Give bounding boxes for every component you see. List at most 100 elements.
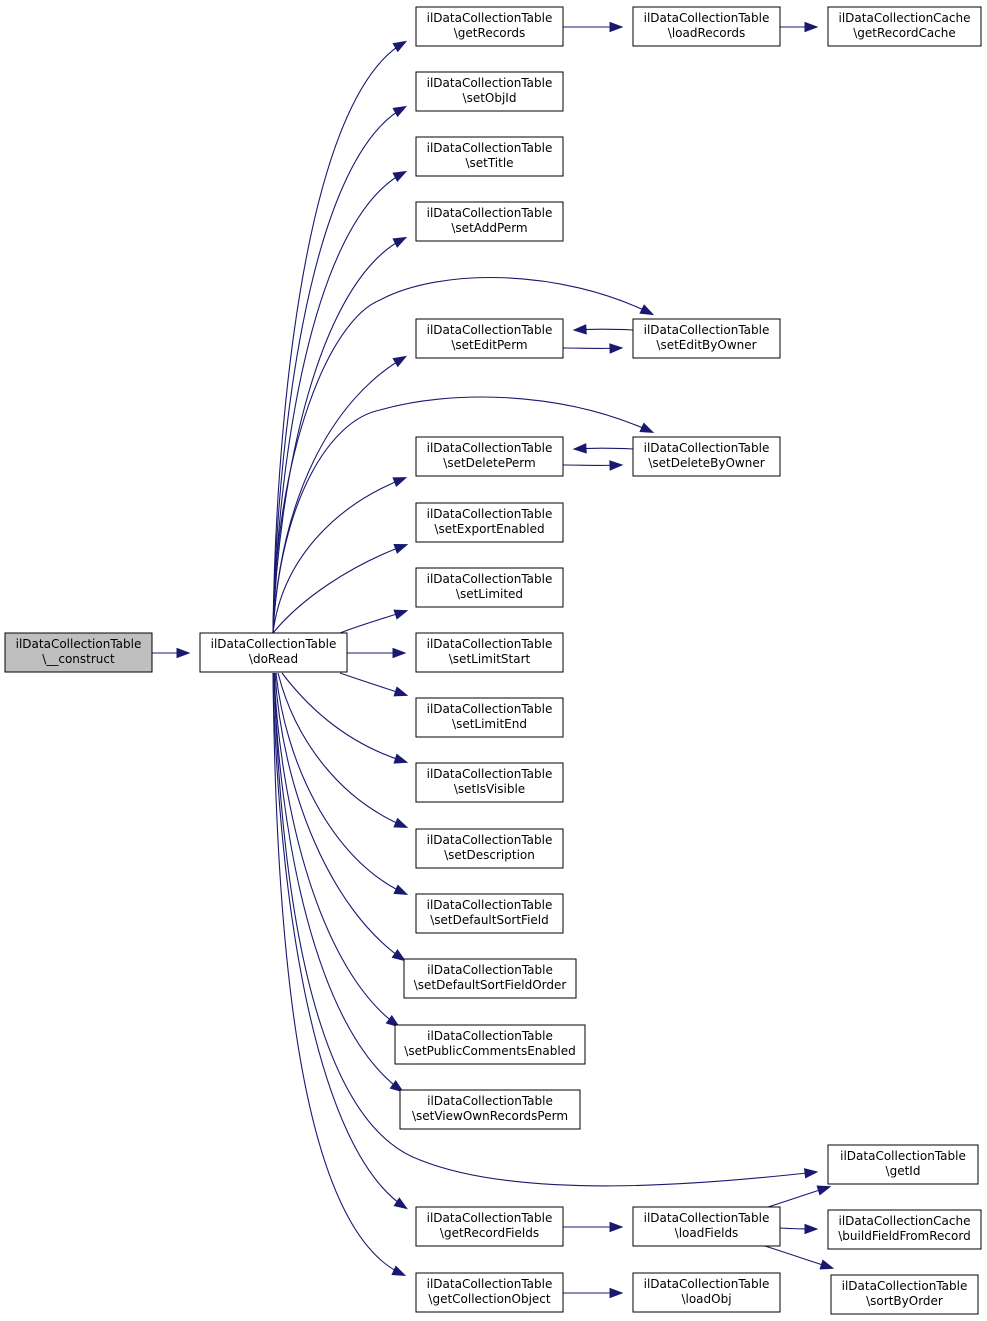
node-method-label: \getRecordFields <box>440 1226 539 1240</box>
node-method-label: \sortByOrder <box>866 1294 943 1308</box>
edge-doRead-to-getId <box>273 672 819 1187</box>
node-setDeletePerm[interactable]: ilDataCollectionTable\setDeletePerm <box>415 436 564 477</box>
arrowhead-doRead-to-setObjId <box>392 105 408 118</box>
node-class-label: ilDataCollectionTable <box>427 323 553 337</box>
node-setAddPerm[interactable]: ilDataCollectionTable\setAddPerm <box>415 201 564 242</box>
edge-doRead-to-setLimitStart <box>347 647 407 659</box>
edge-line <box>272 672 405 1276</box>
node-loadRecords[interactable]: ilDataCollectionTable\loadRecords <box>632 6 781 47</box>
node-class-label: ilDataCollectionTable <box>427 833 553 847</box>
node-getRecordCache[interactable]: ilDataCollectionCache\getRecordCache <box>827 6 982 47</box>
node-setLimitStart[interactable]: ilDataCollectionTable\setLimitStart <box>415 632 564 673</box>
node-class-label: ilDataCollectionCache <box>839 1214 971 1228</box>
node-class-label: ilDataCollectionTable <box>644 11 770 25</box>
node-buildFieldFromRecord[interactable]: ilDataCollectionCache\buildFieldFromReco… <box>827 1209 982 1250</box>
arrowhead-setEditPerm-to-setEditByOwner <box>609 343 624 354</box>
arrowhead-doRead-to-getCollectionObject <box>391 1265 407 1277</box>
edge-doRead-to-setDeletePerm <box>272 477 408 634</box>
arrowhead-doRead-to-setDefaultSortField <box>393 884 409 896</box>
nodes-layer: ilDataCollectionTable\__construct ilDataC… <box>4 6 982 1315</box>
edge-doRead-to-setIsVisible <box>281 672 409 764</box>
arrowhead-loadFields-to-sortByOrder <box>819 1259 835 1270</box>
node-sortByOrder[interactable]: ilDataCollectionTable\sortByOrder <box>830 1274 979 1315</box>
node-construct[interactable]: ilDataCollectionTable\__construct <box>4 632 153 673</box>
node-method-label: \getCollectionObject <box>428 1292 550 1306</box>
arrowhead-setDeleteByOwner-to-setDeletePerm <box>572 443 587 454</box>
edge-doRead-to-setDeleteByOwner <box>272 396 655 634</box>
node-setPublicCommentsEnabled[interactable]: ilDataCollectionTable\setPublicCommentsE… <box>394 1024 586 1065</box>
node-class-label: ilDataCollectionTable <box>644 1277 770 1291</box>
arrowhead-doRead-to-getRecordFields <box>393 1197 409 1210</box>
node-box <box>394 1024 586 1065</box>
node-setObjId[interactable]: ilDataCollectionTable\setObjId <box>415 71 564 112</box>
node-setEditPerm[interactable]: ilDataCollectionTable\setEditPerm <box>415 318 564 359</box>
node-loadObj[interactable]: ilDataCollectionTable\loadObj <box>632 1272 781 1313</box>
node-setIsVisible[interactable]: ilDataCollectionTable\setIsVisible <box>415 762 564 803</box>
arrowhead-doRead-to-setEditPerm <box>392 355 408 368</box>
node-class-label: ilDataCollectionTable <box>427 76 553 90</box>
node-box <box>827 1144 979 1185</box>
node-box <box>415 502 564 543</box>
node-class-label: ilDataCollectionTable <box>644 441 770 455</box>
node-method-label: \getRecordCache <box>853 26 956 40</box>
node-box <box>632 436 781 477</box>
node-box <box>199 632 348 673</box>
node-box <box>415 893 564 934</box>
arrowhead-loadRecords-to-getRecordCache <box>804 21 819 33</box>
edge-construct-to-doRead <box>152 647 191 659</box>
node-method-label: \setDescription <box>444 848 535 862</box>
edge-line <box>277 672 407 828</box>
node-class-label: ilDataCollectionCache <box>839 11 971 25</box>
node-getRecordFields[interactable]: ilDataCollectionTable\getRecordFields <box>415 1206 564 1247</box>
node-box <box>415 1206 564 1247</box>
edge-getRecords-to-loadRecords <box>563 21 624 33</box>
node-getRecords[interactable]: ilDataCollectionTable\getRecords <box>415 6 564 47</box>
node-box <box>415 1272 564 1313</box>
edge-doRead-to-setDefaultSortFieldOrder <box>274 672 406 962</box>
node-setDescription[interactable]: ilDataCollectionTable\setDescription <box>415 828 564 869</box>
node-getId[interactable]: ilDataCollectionTable\getId <box>827 1144 979 1185</box>
node-method-label: \setTitle <box>465 156 513 170</box>
node-method-label: \setAddPerm <box>451 221 527 235</box>
node-setTitle[interactable]: ilDataCollectionTable\setTitle <box>415 136 564 177</box>
arrowhead-getRecords-to-loadRecords <box>609 21 624 33</box>
edge-line <box>274 672 405 961</box>
arrowhead-getCollectionObject-to-loadObj <box>609 1287 624 1299</box>
arrowhead-doRead-to-setLimitStart <box>392 647 407 659</box>
node-box <box>830 1274 979 1315</box>
arrowhead-getRecordFields-to-loadFields <box>609 1221 624 1233</box>
edge-doRead-to-setLimited <box>339 609 409 634</box>
node-box <box>415 6 564 47</box>
node-method-label: \setDefaultSortField <box>430 913 549 927</box>
edge-doRead-to-setObjId <box>272 105 408 634</box>
node-setDefaultSortField[interactable]: ilDataCollectionTable\setDefaultSortFiel… <box>415 893 564 934</box>
node-setDefaultSortFieldOrder[interactable]: ilDataCollectionTable\setDefaultSortFiel… <box>403 958 577 999</box>
node-method-label: \setLimited <box>456 587 523 601</box>
node-doRead[interactable]: ilDataCollectionTable\doRead <box>199 632 348 673</box>
node-class-label: ilDataCollectionTable <box>840 1149 966 1163</box>
node-setLimitEnd[interactable]: ilDataCollectionTable\setLimitEnd <box>415 697 564 738</box>
node-setLimited[interactable]: ilDataCollectionTable\setLimited <box>415 567 564 608</box>
arrowhead-loadFields-to-buildFieldFromRecord <box>804 1223 819 1235</box>
arrowhead-doRead-to-setDefaultSortFieldOrder <box>391 949 406 962</box>
node-getCollectionObject[interactable]: ilDataCollectionTable\getCollectionObjec… <box>415 1272 564 1313</box>
edge-doRead-to-setEditByOwner <box>272 276 655 634</box>
node-loadFields[interactable]: ilDataCollectionTable\loadFields <box>632 1206 781 1247</box>
node-box <box>415 567 564 608</box>
edge-setEditByOwner-to-setEditPerm <box>572 324 634 335</box>
edge-line <box>273 672 399 1027</box>
edge-doRead-to-setDefaultSortField <box>275 672 409 896</box>
node-setViewOwnRecordsPerm[interactable]: ilDataCollectionTable\setViewOwnRecordsP… <box>399 1089 581 1130</box>
node-setExportEnabled[interactable]: ilDataCollectionTable\setExportEnabled <box>415 502 564 543</box>
node-box <box>415 436 564 477</box>
node-setDeleteByOwner[interactable]: ilDataCollectionTable\setDeleteByOwner <box>632 436 781 477</box>
node-method-label: \getId <box>886 1164 921 1178</box>
arrowhead-doRead-to-setDeleteByOwner <box>639 422 655 433</box>
node-box <box>415 762 564 803</box>
arrowhead-doRead-to-setViewOwnRecordsPerm <box>389 1080 404 1093</box>
edge-line <box>275 672 407 895</box>
edge-setDeletePerm-to-setDeleteByOwner <box>562 460 624 471</box>
node-method-label: \getRecords <box>454 26 525 40</box>
node-setEditByOwner[interactable]: ilDataCollectionTable\setEditByOwner <box>632 318 781 359</box>
edge-line <box>272 41 406 634</box>
